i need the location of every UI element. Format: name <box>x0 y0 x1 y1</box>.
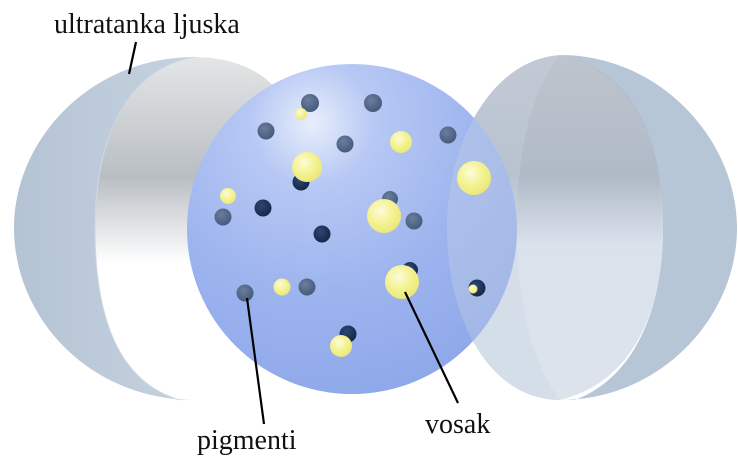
pigment-dot <box>313 225 331 243</box>
left-shell-outer <box>14 57 195 400</box>
pigment-dot <box>364 94 382 112</box>
leader-lines <box>127 41 459 425</box>
wax-dot <box>330 335 352 357</box>
pigment-dot <box>254 199 272 217</box>
pigment-dot <box>257 122 275 140</box>
right-shell-outer <box>560 55 737 400</box>
wax-particles <box>220 108 491 357</box>
wax-dot <box>295 108 307 120</box>
pigment-dot <box>214 208 232 226</box>
pigment-dot <box>236 284 254 302</box>
wax-dot <box>292 152 322 182</box>
wax-dot <box>273 278 291 296</box>
right-shell-half <box>447 55 737 400</box>
shell-leader-line <box>127 41 138 75</box>
pigment-dot <box>439 126 457 144</box>
wax-dot <box>457 161 491 195</box>
wax-label: vosak <box>425 409 490 440</box>
wax-dot <box>468 284 478 294</box>
core-sphere <box>187 64 517 394</box>
left-shell-cup <box>94 56 196 401</box>
pigment-dot <box>301 94 319 112</box>
wax-leader-line <box>404 291 459 404</box>
wax-dot <box>367 199 401 233</box>
pigments-leader-line <box>245 297 266 425</box>
wax-dot <box>390 131 412 153</box>
pigment-dot <box>405 212 423 230</box>
right-shell-overlap <box>447 55 560 400</box>
pigment-dot <box>298 278 316 296</box>
wax-dot <box>220 188 236 204</box>
pigment-dot <box>336 135 354 153</box>
pigments-label: pigmenti <box>197 425 297 456</box>
shell-label: ultratanka ljuska <box>54 9 240 40</box>
right-shell-inner <box>447 55 663 400</box>
wax-dot <box>385 265 419 299</box>
